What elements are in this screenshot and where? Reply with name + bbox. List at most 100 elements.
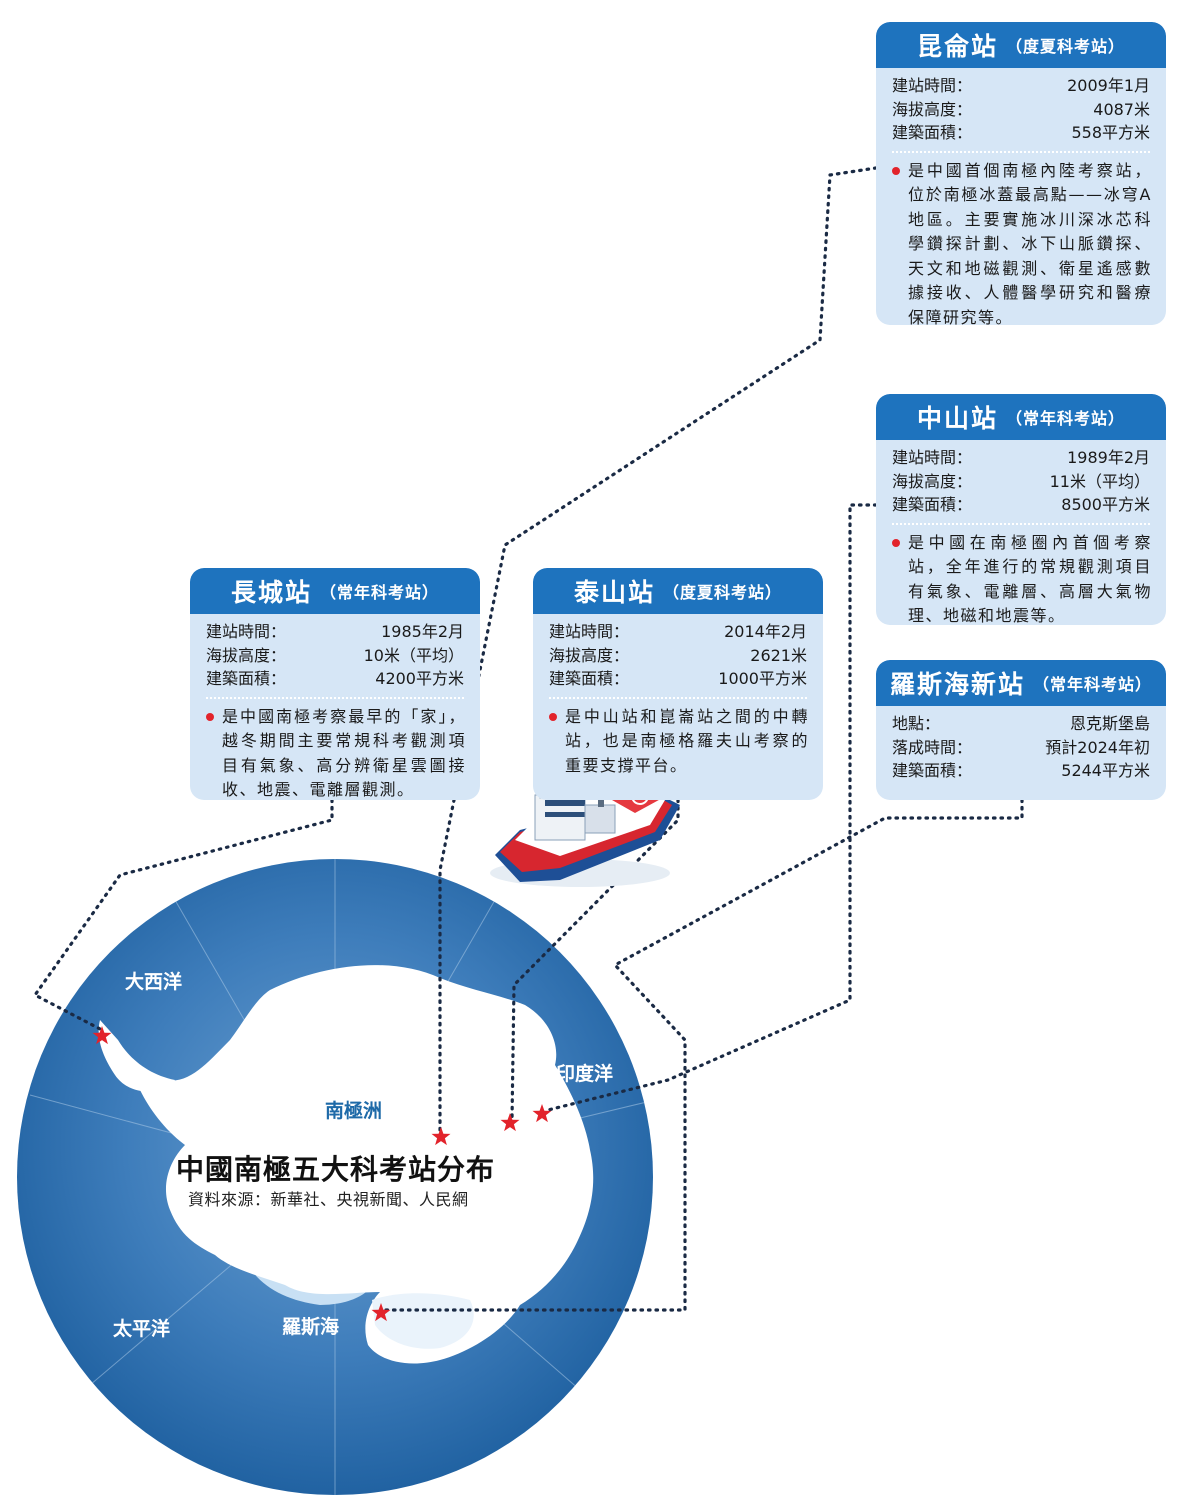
bullet-icon [206,712,214,721]
divider [206,696,464,699]
station-card-header: 羅斯海新站 （常年科考站） [876,660,1166,706]
fact-key: 建築面積： [892,761,973,780]
fact-row: 海拔高度： 4087米 [892,98,1150,122]
fact-value: 10米（平均） [363,645,464,665]
fact-key: 建站時間： [206,622,287,641]
antarctic-peninsula [98,1020,175,1092]
label-pacific: 太平洋 [113,1317,170,1340]
station-description-text: 是中國在南極圈內首個考察站，全年進行的常規觀測項目有氣象、電離層、高層大氣物理、… [908,532,1152,626]
station-description: 是中國南極考察最早的「家」，越冬期間主要常規科考觀測項目有氣象、高分辨衛星雲圖接… [190,705,480,801]
ross-ice-shelf [372,1293,474,1349]
fact-key: 地點： [892,714,941,733]
station-star-icon [371,1303,391,1322]
fact-row: 建築面積： 8500平方米 [892,493,1150,517]
fact-row: 海拔高度： 2621米 [549,644,807,668]
fact-row: 落成時間： 預計2024年初 [892,736,1150,760]
station-name: 昆侖站 [916,32,998,61]
fact-key: 海拔高度： [892,99,973,119]
station-card-header: 長城站 （常年科考站） [190,568,480,614]
fact-key: 建築面積： [549,669,630,688]
station-description-text: 是中國南極考察最早的「家」，越冬期間主要常規科考觀測項目有氣象、高分辨衛星雲圖接… [222,706,466,800]
station-description-text: 是中國首個南極內陸考察站，位於南極冰蓋最高點——冰穹A地區。主要實施冰川深冰芯科… [908,160,1152,326]
fact-key: 建築面積： [206,669,287,688]
fact-key: 建築面積： [892,123,973,142]
station-type: （常年科考站） [1006,409,1126,428]
fact-row: 建站時間： 1985年2月 [206,620,464,644]
fact-key: 建站時間： [892,448,973,467]
label-antarctica: 南極洲 [325,1099,382,1122]
map-source: 資料來源：新華社、央視新聞、人民網 [188,1190,469,1209]
divider [892,150,1150,153]
bullet-icon [892,538,900,547]
station-type: （常年科考站） [320,583,440,602]
fact-row: 海拔高度： 11米（平均） [892,470,1150,494]
label-indian: 印度洋 [556,1062,613,1085]
station-markers [92,1026,552,1322]
fact-key: 海拔高度： [549,645,630,665]
station-name: 羅斯海新站 [889,670,1025,699]
fact-value: 558平方米 [1071,123,1150,142]
label-atlantic: 大西洋 [125,970,182,993]
station-card-header: 泰山站 （度夏科考站） [533,568,823,614]
divider [549,696,807,699]
station-card-kunlun: 昆侖站 （度夏科考站） 建站時間： 2009年1月 海拔高度： 4087米 建築面積… [876,22,1166,325]
fact-row: 建站時間： 1989年2月 [892,446,1150,470]
fact-row: 建站時間： 2014年2月 [549,620,807,644]
fact-value: 2621米 [750,645,807,665]
station-facts: 建站時間： 2009年1月 海拔高度： 4087米 建築面積： 558平方米 [876,68,1166,145]
station-facts: 建站時間： 1989年2月 海拔高度： 11米（平均） 建築面積： 8500平方米 [876,440,1166,517]
icebreaker-ship-icon [490,777,680,887]
fact-key: 建築面積： [892,495,973,514]
fact-row: 地點： 恩克斯堡島 [892,712,1150,736]
fact-value: 5244平方米 [1061,761,1150,780]
divider [892,522,1150,525]
station-name: 長城站 [230,578,312,607]
fact-value: 恩克斯堡島 [1069,714,1150,733]
bullet-icon [892,166,900,175]
station-card-header: 中山站 （常年科考站） [876,394,1166,440]
fact-value: 4200平方米 [375,669,464,688]
station-type: （度夏科考站） [663,583,783,602]
station-facts: 建站時間： 2014年2月 海拔高度： 2621米 建築面積： 1000平方米 [533,614,823,691]
fact-row: 建築面積： 558平方米 [892,121,1150,145]
bullet-icon [549,712,557,721]
station-star-icon [431,1127,451,1146]
fact-value: 8500平方米 [1061,495,1150,514]
fact-key: 建站時間： [549,622,630,641]
station-star-icon [92,1026,112,1045]
fact-key: 建站時間： [892,76,973,95]
station-type: （常年科考站） [1033,675,1153,694]
fact-row: 建站時間： 2009年1月 [892,74,1150,98]
station-description-text: 是中山站和崑崙站之間的中轉站，也是南極格羅夫山考察的重要支撐平台。 [565,706,809,775]
fact-value: 預計2024年初 [1045,737,1150,757]
fact-value: 2009年1月 [1067,76,1150,95]
fact-value: 2014年2月 [724,622,807,641]
station-description: 是中國首個南極內陸考察站，位於南極冰蓋最高點——冰穹A地區。主要實施冰川深冰芯科… [876,159,1166,326]
map-title: 中國南極五大科考站分布 [176,1153,496,1186]
label-ross-sea: 羅斯海 [282,1315,339,1338]
fact-key: 海拔高度： [892,471,973,491]
station-card-header: 昆侖站 （度夏科考站） [876,22,1166,68]
fact-key: 落成時間： [892,737,973,757]
station-star-icon [532,1104,552,1123]
station-facts: 建站時間： 1985年2月 海拔高度： 10米（平均） 建築面積： 4200平方米 [190,614,480,691]
station-card-zhongshan: 中山站 （常年科考站） 建站時間： 1989年2月 海拔高度： 11米（平均） 建築… [876,394,1166,625]
fact-value: 1000平方米 [718,669,807,688]
fact-value: 1989年2月 [1067,448,1150,467]
station-type: （度夏科考站） [1006,37,1126,56]
fact-key: 海拔高度： [206,645,287,665]
fact-value: 11米（平均） [1049,471,1150,491]
fact-value: 4087米 [1093,99,1150,119]
station-description: 是中山站和崑崙站之間的中轉站，也是南極格羅夫山考察的重要支撐平台。 [533,705,823,779]
station-card-changcheng: 長城站 （常年科考站） 建站時間： 1985年2月 海拔高度： 10米（平均） 建築… [190,568,480,800]
fact-row: 建築面積： 1000平方米 [549,667,807,691]
fact-value: 1985年2月 [381,622,464,641]
station-facts: 地點： 恩克斯堡島 落成時間： 預計2024年初 建築面積： 5244平方米 [876,706,1166,783]
fact-row: 建築面積： 5244平方米 [892,759,1150,783]
station-name: 泰山站 [573,578,655,607]
station-card-ross-sea: 羅斯海新站 （常年科考站） 地點： 恩克斯堡島 落成時間： 預計2024年初 建築面… [876,660,1166,800]
fact-row: 建築面積： 4200平方米 [206,667,464,691]
fact-row: 海拔高度： 10米（平均） [206,644,464,668]
antarctica-landmass [108,965,594,1364]
